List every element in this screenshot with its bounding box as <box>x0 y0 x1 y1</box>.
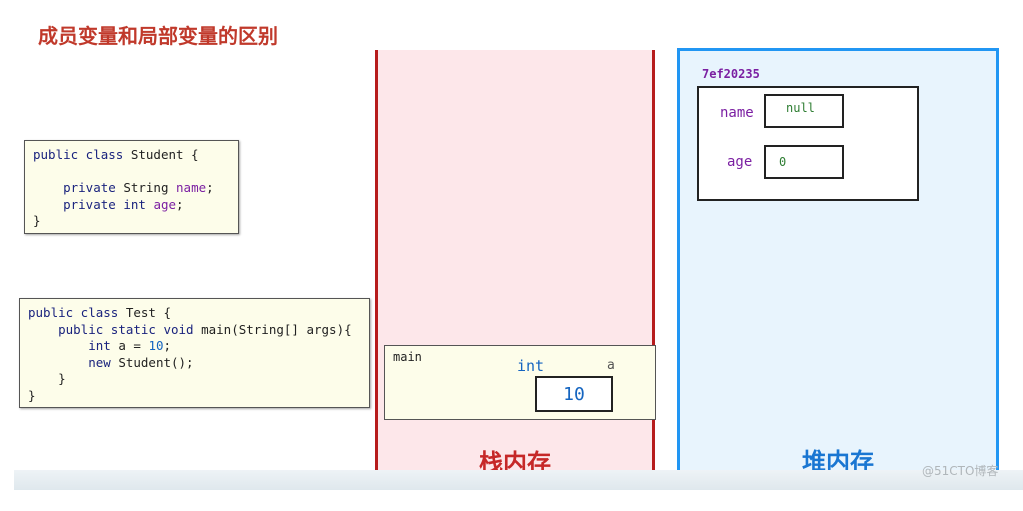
watermark: @51CTO博客 <box>922 464 999 478</box>
keyword: public static void <box>58 321 194 337</box>
code-text: Test { <box>118 305 171 320</box>
code-text: ; <box>206 180 214 195</box>
bottom-strip <box>14 470 1023 490</box>
keyword: int <box>88 338 111 353</box>
heap-memory-area: 7ef20235 name null age 0 堆内存 <box>677 48 999 488</box>
keyword: private int <box>63 196 146 212</box>
keyword: public class <box>33 147 124 162</box>
variable-value-box: 10 <box>535 376 613 412</box>
code-text: ; <box>176 196 184 212</box>
code-text: Student(); <box>110 354 194 370</box>
field-label-age: age <box>727 154 753 170</box>
field-label-name: name <box>720 105 754 121</box>
code-text: a = <box>110 338 149 353</box>
field-value-age: 0 <box>764 145 844 179</box>
main-stack-frame: main int a 10 <box>384 345 656 420</box>
keyword: new <box>88 354 111 370</box>
code-text: String <box>115 180 177 195</box>
student-class-code: public class Student { private String na… <box>24 140 239 234</box>
field-name: age <box>153 196 177 212</box>
frame-name: main <box>393 350 422 364</box>
field-value-name: null <box>764 94 844 128</box>
code-text: ; <box>163 338 172 353</box>
variable-name: a <box>607 358 615 373</box>
test-class-code: public class Test { public static void m… <box>19 298 370 408</box>
student-object: name null age 0 <box>697 86 919 201</box>
variable-type: int <box>517 357 545 375</box>
code-text: main(String[] args){ <box>193 321 352 337</box>
number-literal: 10 <box>148 338 164 353</box>
code-text: Student { <box>123 147 199 162</box>
object-address: 7ef20235 <box>702 67 760 81</box>
keyword: public class <box>28 305 119 320</box>
stack-memory-area: main int a 10 栈内存 <box>375 50 656 488</box>
code-text: } <box>33 213 41 228</box>
page-title: 成员变量和局部变量的区别 <box>38 24 278 48</box>
code-text: } <box>28 387 36 403</box>
code-text: } <box>58 371 66 386</box>
keyword: private <box>63 180 116 195</box>
field-name: name <box>176 180 207 195</box>
